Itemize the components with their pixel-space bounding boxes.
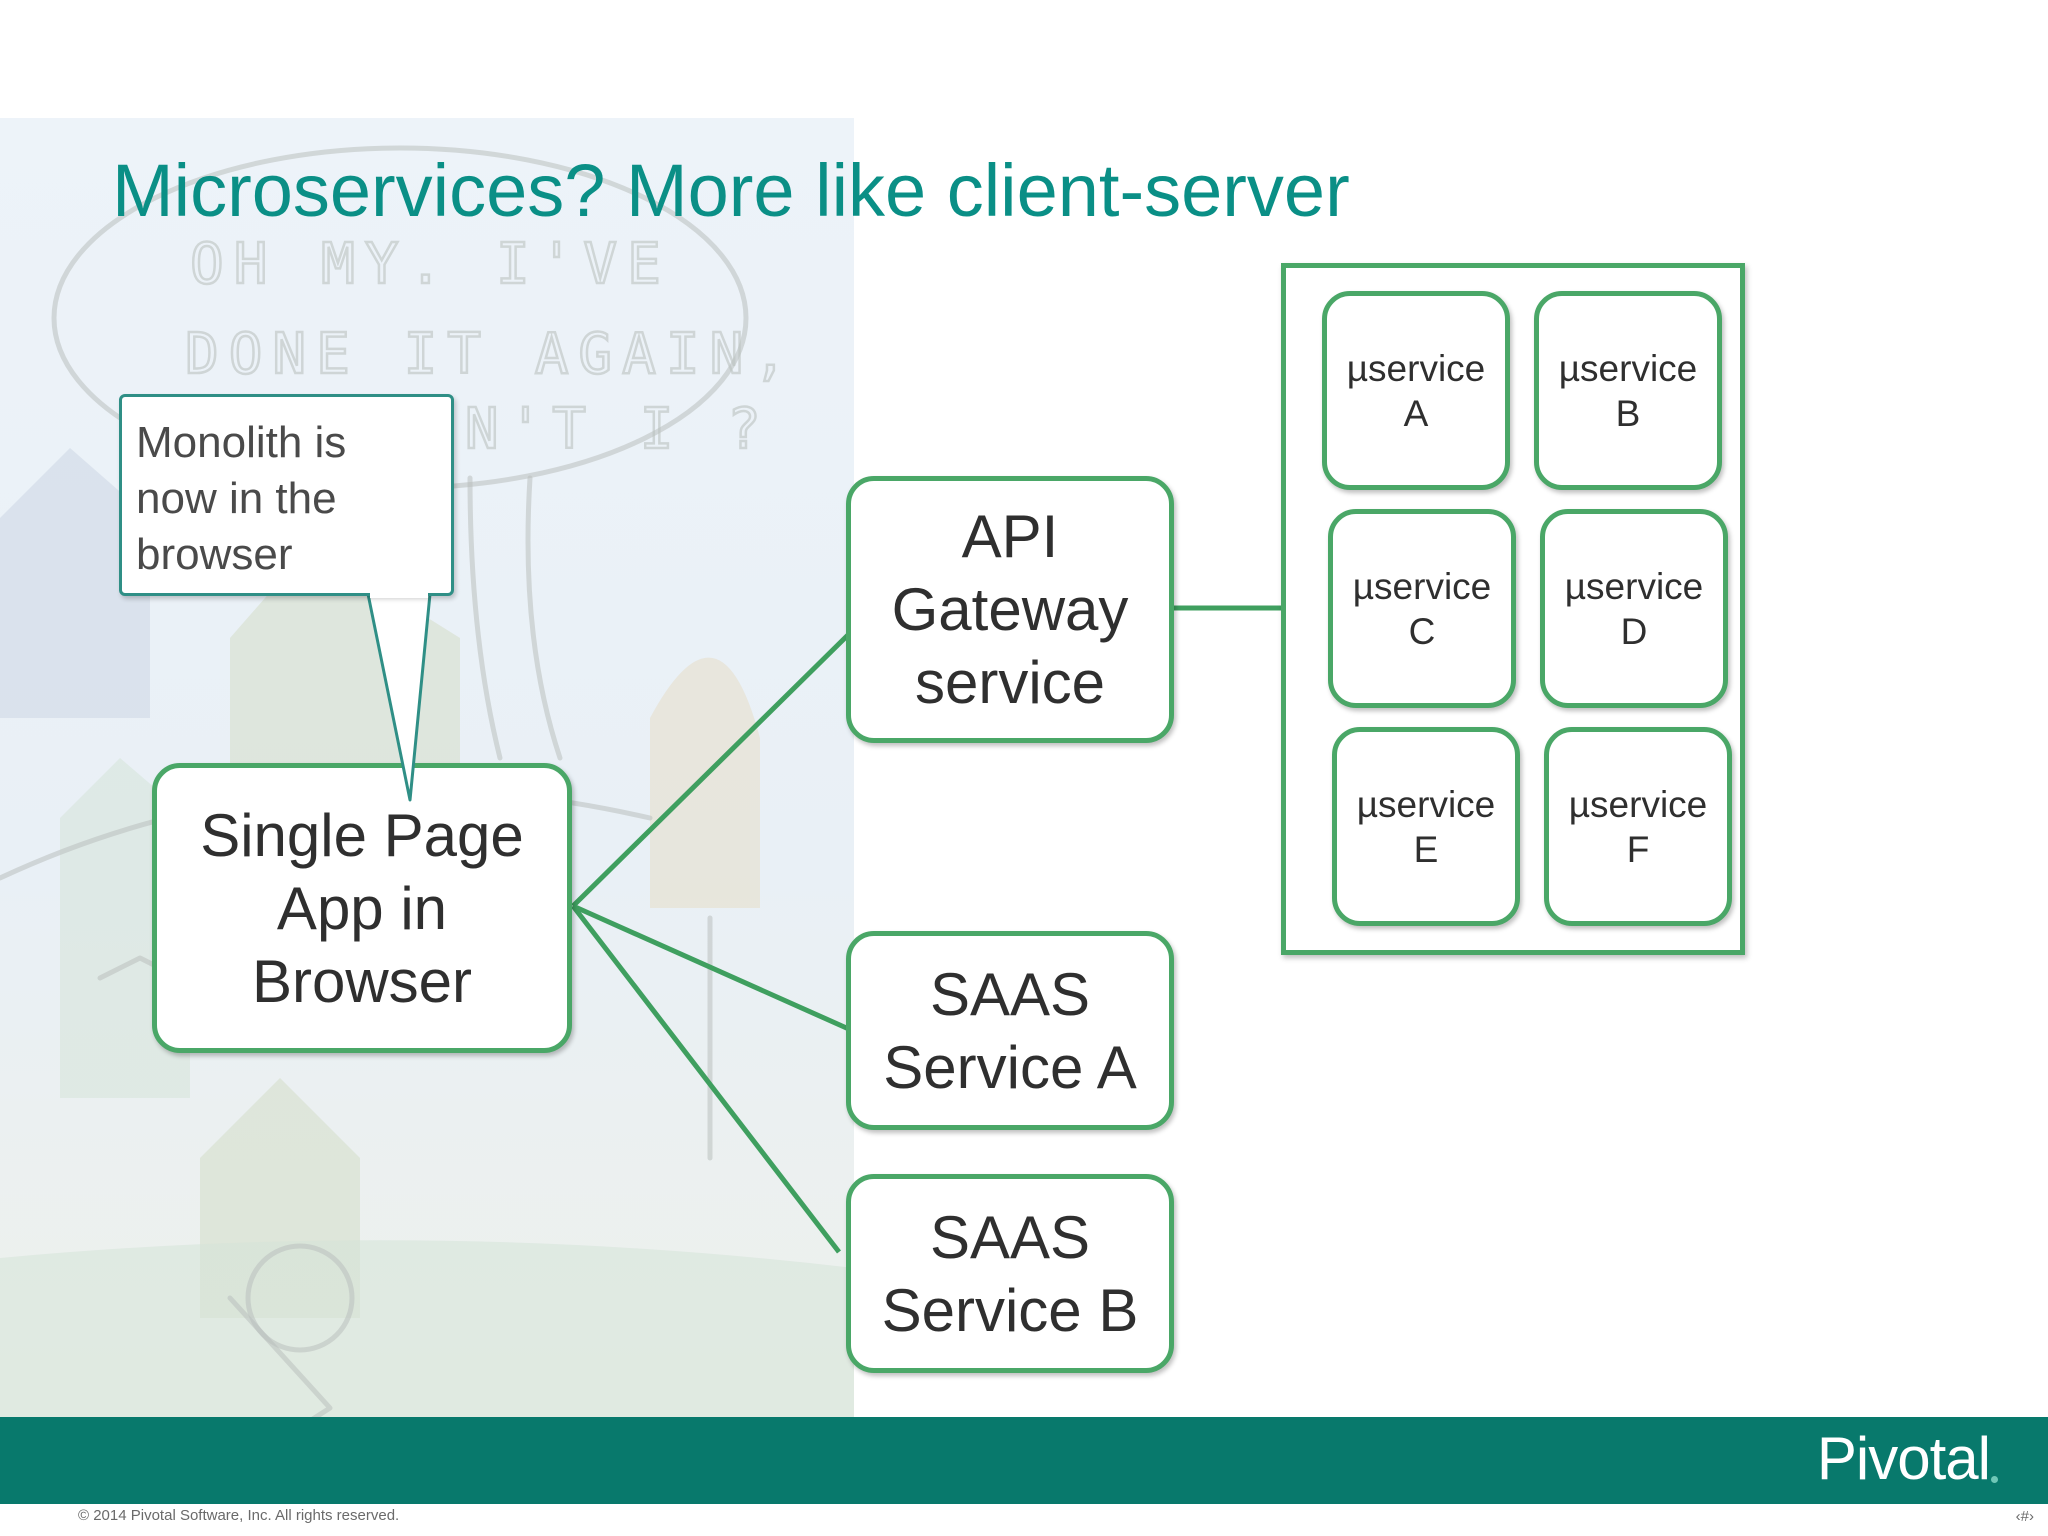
monolith-callout-text: Monolith is now in the browser (136, 418, 347, 579)
microservice-e-label: µservice E (1356, 783, 1496, 870)
connector-spa-saas-b (571, 904, 841, 1254)
microservice-f-label: µservice F (1568, 783, 1708, 870)
microservice-b-node[interactable]: µservice B (1534, 291, 1722, 490)
background-comic-illustration: OH MY. I'VE DONE IT AGAIN, HAVEN'T I ? (0, 145, 854, 1472)
microservice-a-label: µservice A (1346, 347, 1486, 434)
footer-bar (0, 1417, 2048, 1504)
comic-speech-line-2: DONE IT AGAIN, (185, 322, 797, 387)
copyright-notice: © 2014 Pivotal Software, Inc. All rights… (78, 1507, 400, 1524)
microservice-d-node[interactable]: µservice D (1540, 509, 1728, 708)
slide-title: Microservices? More like client-server (112, 149, 1350, 232)
microservice-c-node[interactable]: µservice C (1328, 509, 1516, 708)
spa-node-label: Single Page App in Browser (200, 801, 524, 1015)
saas-service-a-label: SAAS Service A (883, 960, 1137, 1101)
api-gateway-node[interactable]: API Gateway service (846, 476, 1174, 743)
logo-dot-icon (1991, 1476, 1998, 1483)
monolith-callout: Monolith is now in the browser (119, 394, 454, 596)
saas-service-a-node[interactable]: SAAS Service A (846, 931, 1174, 1130)
saas-service-b-node[interactable]: SAAS Service B (846, 1174, 1174, 1373)
microservice-b-label: µservice B (1558, 347, 1698, 434)
spa-node[interactable]: Single Page App in Browser (152, 763, 572, 1053)
pivotal-logo: Pivotal (1816, 1425, 1991, 1492)
saas-service-b-label: SAAS Service B (881, 1203, 1139, 1344)
microservice-a-node[interactable]: µservice A (1322, 291, 1510, 490)
microservice-f-node[interactable]: µservice F (1544, 727, 1732, 926)
connector-spa-gateway (571, 630, 853, 908)
microservice-c-label: µservice C (1352, 565, 1492, 652)
connector-spa-saas-a (571, 903, 853, 1033)
comic-speech-line-1: OH MY. I'VE (190, 232, 671, 297)
microservice-d-label: µservice D (1564, 565, 1704, 652)
page-number: ‹#› (2015, 1508, 2034, 1525)
api-gateway-node-label: API Gateway service (891, 503, 1129, 716)
microservice-e-node[interactable]: µservice E (1332, 727, 1520, 926)
